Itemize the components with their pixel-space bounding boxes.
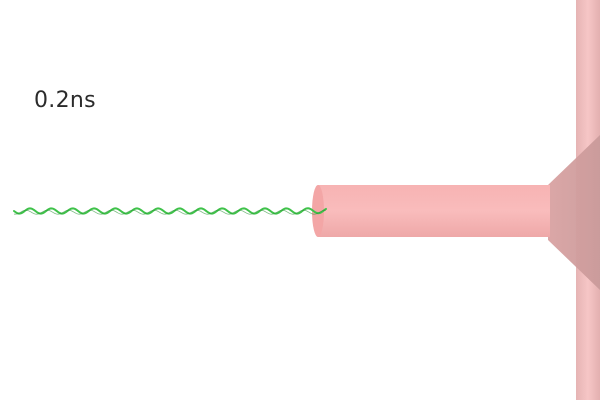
nanopore-channel (312, 185, 550, 237)
molecule-strand-shade (13, 209, 327, 215)
time-label: 0.2ns (34, 88, 96, 113)
pore-funnel (548, 135, 600, 290)
molecule-strand (13, 207, 327, 215)
